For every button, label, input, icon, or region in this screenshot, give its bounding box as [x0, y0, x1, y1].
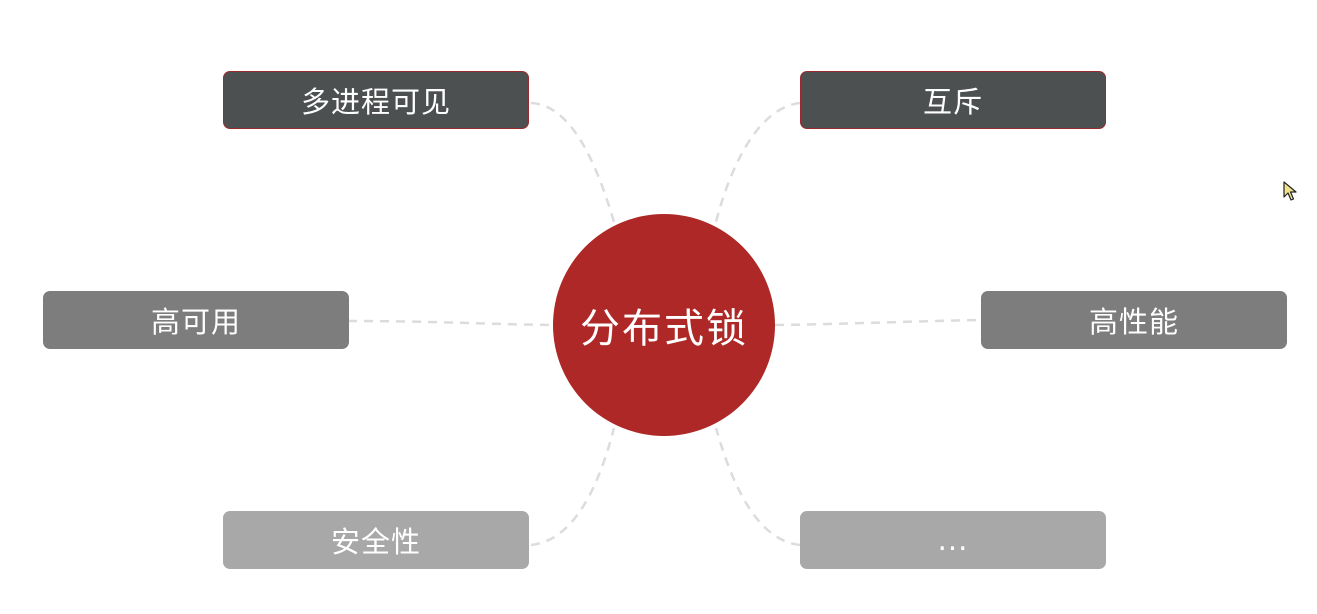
- node-label: ...: [937, 523, 969, 557]
- connector-top-left: [530, 101, 616, 223]
- node-high-availability: 高可用: [43, 291, 349, 349]
- connector-bottom-left: [530, 427, 616, 547]
- connector-top-right: [714, 101, 801, 223]
- node-more: ...: [800, 511, 1106, 569]
- center-label: 分布式锁: [580, 306, 748, 352]
- connector-bottom-right: [714, 427, 801, 547]
- mouse-pointer-icon: [1283, 181, 1297, 201]
- connector-mid-left: [347, 319, 554, 327]
- node-label: 安全性: [330, 525, 421, 559]
- node-mutual-exclusion: 互斥: [800, 71, 1106, 129]
- node-security: 安全性: [223, 511, 529, 569]
- connector-mid-right: [774, 318, 981, 327]
- node-label: 高可用: [150, 305, 241, 339]
- node-high-performance: 高性能: [981, 291, 1287, 349]
- node-label: 高性能: [1088, 305, 1179, 339]
- node-multi-process-visible: 多进程可见: [223, 71, 529, 129]
- center-node-distributed-lock: 分布式锁: [553, 214, 775, 436]
- node-label: 互斥: [922, 85, 983, 119]
- node-label: 多进程可见: [300, 85, 451, 119]
